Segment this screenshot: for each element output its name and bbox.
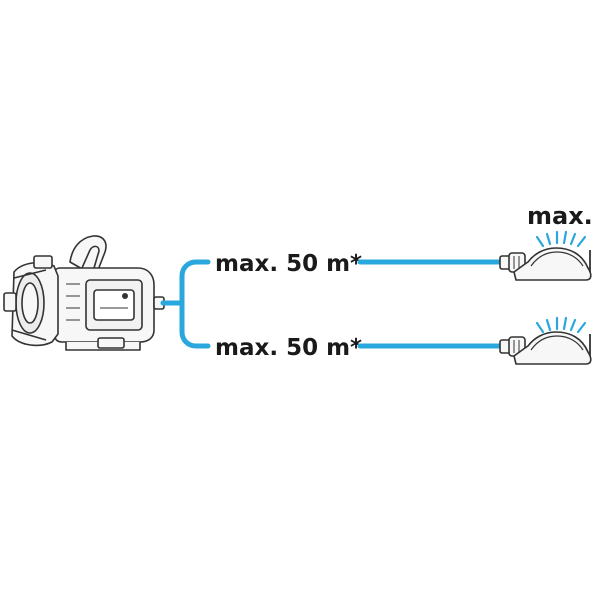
max-label: max. [527, 202, 593, 230]
water-spray-bottom [535, 316, 587, 334]
sprinkler-icon [499, 316, 592, 365]
water-spray-top [535, 230, 587, 248]
hose-splitter [160, 259, 211, 349]
branch-length-label-top: max. 50 m* [215, 251, 362, 277]
branch-length-label-bottom: max. 50 m* [215, 335, 362, 361]
sprinkler-icon [499, 230, 592, 281]
garden-pump-icon [3, 235, 165, 351]
